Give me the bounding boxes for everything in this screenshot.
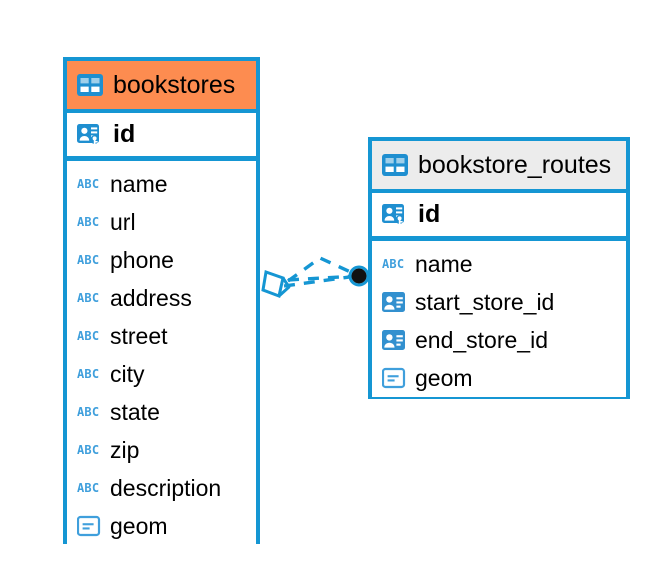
entity-table-bookstores[interactable]: bookstores id [63, 57, 260, 545]
field-row-name[interactable]: ABC name [67, 165, 256, 203]
geometry-type-icon [382, 367, 406, 389]
field-row-address[interactable]: ABC address [67, 279, 256, 317]
table-icon [382, 154, 408, 176]
text-type-icon: ABC [77, 291, 101, 305]
field-label: phone [110, 246, 174, 273]
field-label: zip [110, 436, 140, 463]
svg-text:ABC: ABC [77, 253, 99, 267]
field-row-primary-key[interactable]: id [67, 113, 256, 161]
field-label: end_store_id [415, 326, 548, 353]
text-type-icon: ABC [77, 405, 101, 419]
relationship-line-upper [287, 274, 358, 282]
crows-foot-tail [277, 277, 291, 298]
field-label: description [110, 474, 222, 501]
svg-text:ABC: ABC [77, 215, 99, 229]
svg-text:ABC: ABC [77, 291, 99, 305]
svg-text:ABC: ABC [77, 443, 99, 457]
entity-title: bookstore_routes [418, 150, 612, 179]
field-row-description[interactable]: ABC description [67, 469, 256, 507]
one-marker-ring [348, 265, 370, 287]
field-label: city [110, 360, 145, 387]
text-type-icon: ABC [77, 367, 101, 381]
field-label: name [110, 170, 168, 197]
field-row-street[interactable]: ABC street [67, 317, 256, 355]
entity-header-bookstores[interactable]: bookstores [67, 61, 256, 113]
text-type-icon: ABC [77, 329, 101, 343]
text-type-icon: ABC [77, 481, 101, 495]
field-label: id [113, 120, 136, 148]
field-row-start-store-id[interactable]: start_store_id [372, 283, 626, 321]
svg-text:ABC: ABC [77, 177, 99, 191]
field-row-geom[interactable]: geom [372, 359, 626, 397]
field-row-city[interactable]: ABC city [67, 355, 256, 393]
entity-header-bookstore-routes[interactable]: bookstore_routes [372, 141, 626, 193]
field-label: street [110, 322, 168, 349]
primary-key-icon [77, 123, 103, 147]
relationship-line-middle [283, 274, 358, 288]
field-label: url [110, 208, 136, 235]
entity-table-bookstore-routes[interactable]: bookstore_routes id [368, 137, 630, 399]
field-row-phone[interactable]: ABC phone [67, 241, 256, 279]
field-row-state[interactable]: ABC state [67, 393, 256, 431]
crows-foot-many-marker [261, 269, 285, 299]
text-type-icon: ABC [77, 253, 101, 267]
field-label: address [110, 284, 192, 311]
geometry-type-icon [77, 515, 101, 537]
entity-title: bookstores [113, 70, 236, 99]
field-label: start_store_id [415, 288, 555, 315]
svg-text:ABC: ABC [77, 367, 99, 381]
field-label: state [110, 398, 160, 425]
text-type-icon: ABC [382, 257, 406, 271]
field-label: name [415, 250, 473, 277]
primary-key-icon [382, 203, 408, 227]
field-row-name[interactable]: ABC name [372, 245, 626, 283]
field-label: id [418, 200, 441, 228]
field-list: ABC name ABC url ABC p [67, 161, 256, 545]
svg-text:ABC: ABC [77, 405, 99, 419]
field-row-url[interactable]: ABC url [67, 203, 256, 241]
field-row-end-store-id[interactable]: end_store_id [372, 321, 626, 359]
svg-text:ABC: ABC [77, 481, 99, 495]
table-icon [77, 74, 103, 96]
field-row-primary-key[interactable]: id [372, 193, 626, 241]
one-marker-dot [351, 268, 367, 284]
svg-text:ABC: ABC [382, 257, 404, 271]
field-list: ABC name start_store_id [372, 241, 626, 397]
text-type-icon: ABC [77, 443, 101, 457]
field-label: geom [110, 512, 168, 539]
foreign-key-icon [382, 291, 406, 313]
field-label: geom [415, 364, 473, 391]
svg-text:ABC: ABC [77, 329, 99, 343]
text-type-icon: ABC [77, 177, 101, 191]
field-row-geom[interactable]: geom [67, 507, 256, 545]
foreign-key-icon [382, 329, 406, 351]
relationship-line-branch [287, 256, 358, 283]
text-type-icon: ABC [77, 215, 101, 229]
field-row-zip[interactable]: ABC zip [67, 431, 256, 469]
